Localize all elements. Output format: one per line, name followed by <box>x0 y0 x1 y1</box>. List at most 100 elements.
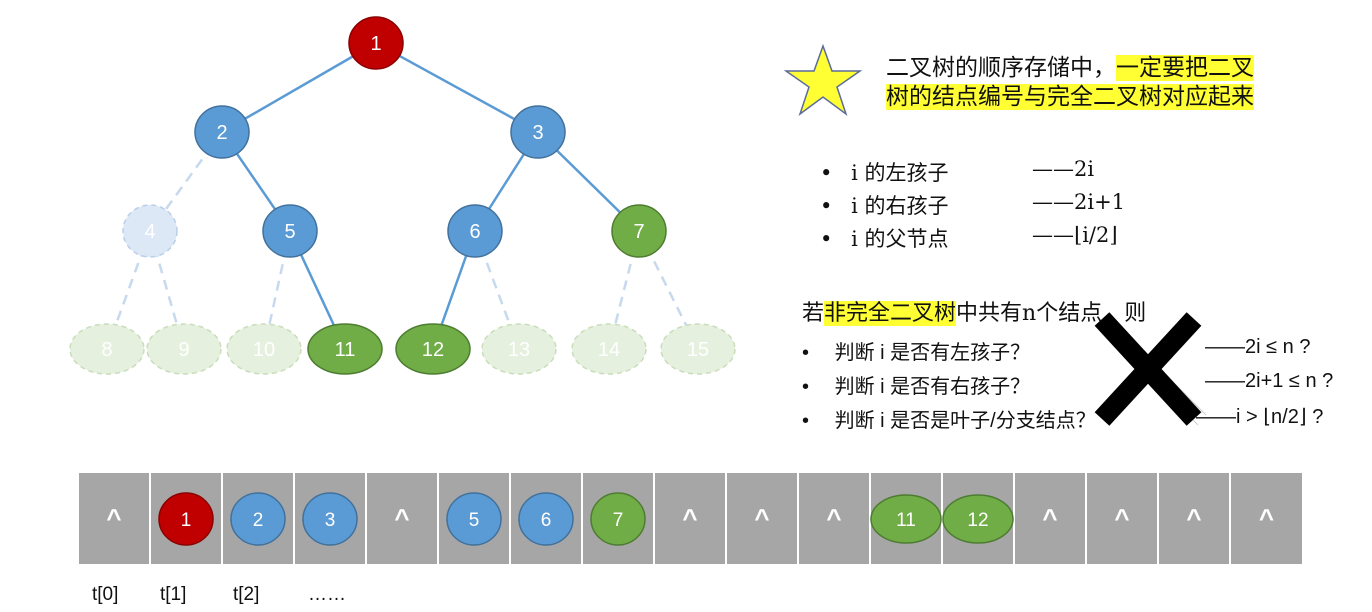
tree-node-label: 12 <box>422 339 444 361</box>
null-marker: ^ <box>106 503 122 533</box>
relation-right-child: • i 的右孩子 <box>820 190 948 220</box>
tree-node-6: 6 <box>447 204 503 258</box>
index-label-2: t[2] <box>233 584 260 605</box>
check-left-child: • 判断 i 是否有左孩子？ <box>802 336 1030 365</box>
bullet: • <box>802 410 810 432</box>
null-marker: ^ <box>394 503 410 533</box>
note-plain-text: 二叉树的顺序存储中， <box>886 55 1116 81</box>
tree-node-label: 13 <box>508 339 530 361</box>
note-highlight-2: 树的结点编号与完全二叉树对应起来 <box>886 84 1254 110</box>
tree-node-1: 1 <box>348 16 404 70</box>
bullet: • <box>820 227 833 251</box>
tree-node-label: 10 <box>253 339 275 361</box>
array-cell-0: ^ <box>79 473 150 564</box>
star-icon <box>784 44 862 116</box>
relation-label: i 的右孩子 <box>851 194 949 218</box>
bullet: • <box>820 161 833 185</box>
array-node-label: 5 <box>469 510 480 531</box>
array-cell-10: ^ <box>799 473 870 564</box>
tree-node-5: 5 <box>262 204 318 258</box>
array-node-label: 11 <box>896 510 916 531</box>
array-cell-7: 7 <box>583 473 654 564</box>
array-node-label: 3 <box>325 510 336 531</box>
tree-node-label: 1 <box>370 33 381 55</box>
relation-formula: ——2i <box>1032 157 1095 181</box>
condition-highlight: 非完全二叉树 <box>824 301 957 326</box>
tree-node-label: 4 <box>144 221 155 243</box>
relation-left-child: • i 的左孩子 <box>820 157 948 187</box>
null-marker: ^ <box>1042 503 1058 533</box>
tree-node-label: 11 <box>335 339 356 361</box>
note-line-1: 二叉树的顺序存储中，一定要把二叉 <box>886 55 1254 82</box>
tree-node-label: 7 <box>633 221 644 243</box>
check-formula: ——2i ≤ n ? <box>1205 336 1311 358</box>
tree-node-8: 8 <box>69 323 145 375</box>
cross-icon <box>1094 312 1207 426</box>
null-marker: ^ <box>754 503 770 533</box>
array-cell-16: ^ <box>1231 473 1302 564</box>
tree-node-7: 7 <box>611 204 667 258</box>
tree-node-label: 6 <box>469 221 480 243</box>
tree-node-label: 3 <box>532 122 543 144</box>
tree-node-3: 3 <box>510 105 566 159</box>
array-cell-14: ^ <box>1087 473 1158 564</box>
tree-edge-1-3 <box>375 41 539 134</box>
array-cell-11: 11 <box>870 473 942 564</box>
check-label: 判断 i 是否有左孩子？ <box>834 342 1031 364</box>
array-cell-3: 3 <box>295 473 366 564</box>
tree-node-label: 15 <box>687 339 709 361</box>
condition-line: 若非完全二叉树中共有n个结点，则 <box>802 300 1146 327</box>
check-leaf: • 判断 i 是否是叶子/分支结点？ <box>802 404 1096 433</box>
tree-node-15: 15 <box>660 323 736 375</box>
tree-edge-1-2 <box>221 41 377 134</box>
array-node-label: 1 <box>181 510 192 531</box>
tree-node-14: 14 <box>571 323 647 375</box>
relation-parent: • i 的父节点 <box>820 223 948 253</box>
bullet: • <box>820 194 833 218</box>
tree-node-2: 2 <box>194 105 250 159</box>
array-cell-9: ^ <box>727 473 798 564</box>
array-node-label: 7 <box>613 510 624 531</box>
null-marker: ^ <box>682 503 698 533</box>
check-formula: ——2i+1 ≤ n ? <box>1205 370 1334 392</box>
tree-node-10: 10 <box>226 323 302 375</box>
array-node: 2 <box>230 492 286 546</box>
tree-node-11: 11 <box>307 323 383 375</box>
array-node: 12 <box>942 494 1014 544</box>
tree-node-4: 4 <box>122 204 178 258</box>
array-cell-13: ^ <box>1015 473 1086 564</box>
array-node: 5 <box>446 492 502 546</box>
relation-label: i 的父节点 <box>851 227 949 251</box>
index-label-ellipsis: …… <box>308 584 346 605</box>
array-node: 11 <box>870 494 942 544</box>
array-node-label: 6 <box>541 510 552 531</box>
bullet: • <box>802 376 810 398</box>
relation-formula: ——2i+1 <box>1032 190 1126 214</box>
check-label: 判断 i 是否是叶子/分支结点？ <box>834 410 1096 432</box>
null-marker: ^ <box>1186 503 1202 533</box>
note-line-2: 树的结点编号与完全二叉树对应起来 <box>886 84 1254 111</box>
check-formula: ——i > ⌊n/2⌋ ? <box>1196 406 1324 428</box>
array-cell-5: 5 <box>439 473 510 564</box>
relation-label: i 的左孩子 <box>851 161 949 185</box>
array-node-label: 2 <box>253 510 264 531</box>
tree-node-12: 12 <box>395 323 471 375</box>
check-right-child: • 判断 i 是否有右孩子？ <box>802 370 1030 399</box>
array-node: 7 <box>590 492 646 546</box>
array-cell-6: 6 <box>511 473 582 564</box>
array-node: 3 <box>302 492 358 546</box>
tree-node-label: 8 <box>101 339 112 361</box>
tree-node-9: 9 <box>146 323 222 375</box>
tree-node-label: 9 <box>178 339 189 361</box>
array-node: 1 <box>158 492 214 546</box>
index-label-1: t[1] <box>160 584 187 605</box>
tree-node-13: 13 <box>481 323 557 375</box>
condition-prefix: 若 <box>802 301 825 326</box>
relation-formula: ——⌊i/2⌋ <box>1032 223 1118 247</box>
null-marker: ^ <box>1114 503 1130 533</box>
check-label: 判断 i 是否有右孩子？ <box>834 376 1031 398</box>
tree-node-label: 2 <box>216 122 227 144</box>
array-cell-2: 2 <box>223 473 294 564</box>
array-node: 6 <box>518 492 574 546</box>
